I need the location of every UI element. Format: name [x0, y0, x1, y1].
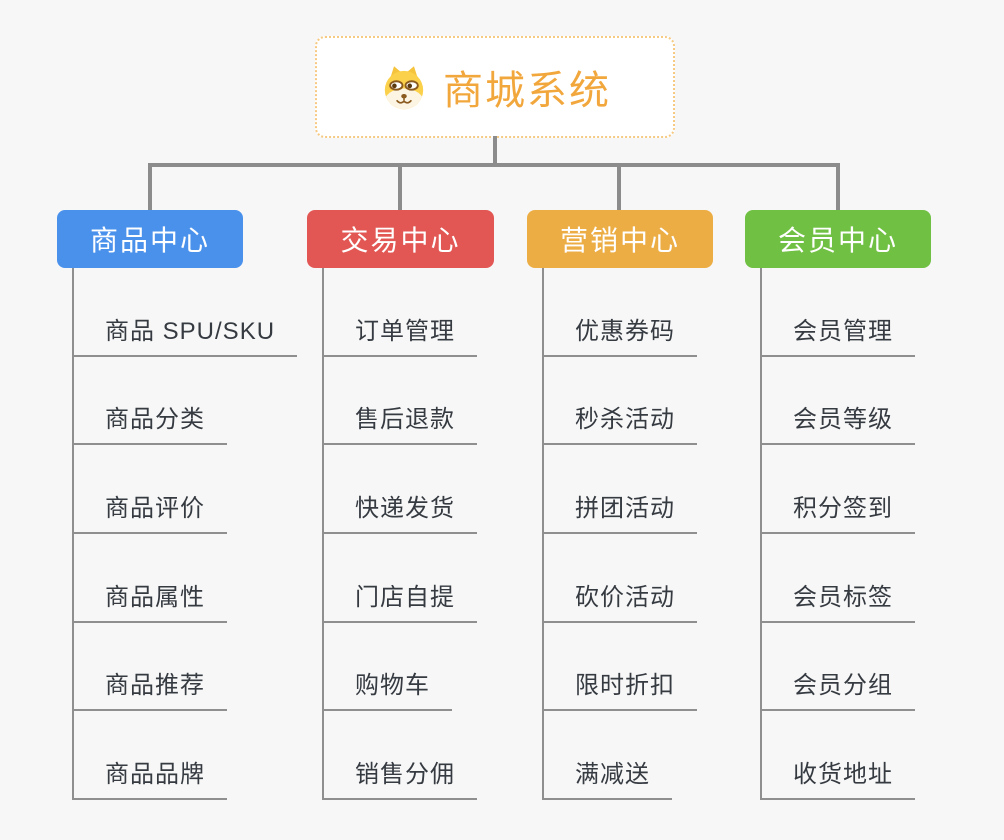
subtopic-item[interactable]: 门店自提 — [322, 577, 477, 623]
branch-topic-trade-center[interactable]: 交易中心 — [307, 210, 494, 268]
branch-column-marketing-center: 优惠券码 秒杀活动 拼团活动 砍价活动 限时折扣 满减送 — [527, 268, 777, 808]
subtopic-item[interactable]: 会员分组 — [760, 665, 915, 712]
subtopic-item[interactable]: 砍价活动 — [542, 577, 697, 623]
subtopic-item[interactable]: 优惠券码 — [542, 311, 697, 357]
branch-spine — [542, 268, 544, 800]
subtopic-item[interactable]: 会员管理 — [760, 311, 915, 357]
connector-drop-branch-2 — [398, 163, 402, 210]
connector-drop-branch-4 — [836, 163, 840, 210]
subtopic-item[interactable]: 商品分类 — [72, 399, 227, 446]
branch-topic-marketing-center[interactable]: 营销中心 — [527, 210, 713, 268]
subtopic-item[interactable]: 售后退款 — [322, 399, 477, 446]
subtopic-item[interactable]: 商品 SPU/SKU — [72, 311, 298, 357]
subtopic-item[interactable]: 商品评价 — [72, 488, 227, 535]
subtopic-item[interactable]: 拼团活动 — [542, 488, 697, 535]
connector-drop-branch-3 — [617, 163, 621, 210]
branch-spine — [322, 268, 324, 800]
subtopic-item[interactable]: 商品品牌 — [72, 754, 227, 801]
branch-column-trade-center: 订单管理 售后退款 快递发货 门店自提 购物车 销售分佣 — [307, 268, 557, 808]
branch-topic-product-center[interactable]: 商品中心 — [57, 210, 243, 268]
subtopic-item[interactable]: 满减送 — [542, 754, 672, 801]
branch-column-product-center: 商品 SPU/SKU 商品分类 商品评价 商品属性 商品推荐 商品品牌 — [57, 268, 307, 808]
subtopic-item[interactable]: 订单管理 — [322, 311, 477, 357]
subtopic-item[interactable]: 商品属性 — [72, 577, 227, 623]
subtopic-item[interactable]: 快递发货 — [322, 488, 477, 535]
subtopic-item[interactable]: 会员等级 — [760, 399, 915, 446]
shiba-dog-icon — [384, 66, 424, 110]
branch-column-member-center: 会员管理 会员等级 积分签到 会员标签 会员分组 收货地址 — [745, 268, 995, 808]
branch-topic-member-center[interactable]: 会员中心 — [745, 210, 931, 268]
connector-horizontal-bus — [148, 163, 840, 167]
subtopic-item[interactable]: 销售分佣 — [322, 754, 477, 801]
subtopic-item[interactable]: 收货地址 — [760, 754, 915, 801]
subtopic-item[interactable]: 积分签到 — [760, 488, 915, 535]
subtopic-item[interactable]: 会员标签 — [760, 577, 915, 623]
subtopic-item[interactable]: 商品推荐 — [72, 665, 227, 712]
connector-drop-branch-1 — [148, 163, 152, 210]
root-topic[interactable]: 商城系统 — [315, 36, 675, 138]
branch-spine — [72, 268, 74, 800]
subtopic-item[interactable]: 限时折扣 — [542, 665, 697, 712]
root-topic-title: 商城系统 — [443, 69, 611, 113]
connector-root-stem — [493, 136, 497, 165]
subtopic-item[interactable]: 购物车 — [322, 665, 452, 712]
subtopic-item[interactable]: 秒杀活动 — [542, 399, 697, 446]
branch-spine — [760, 268, 762, 800]
